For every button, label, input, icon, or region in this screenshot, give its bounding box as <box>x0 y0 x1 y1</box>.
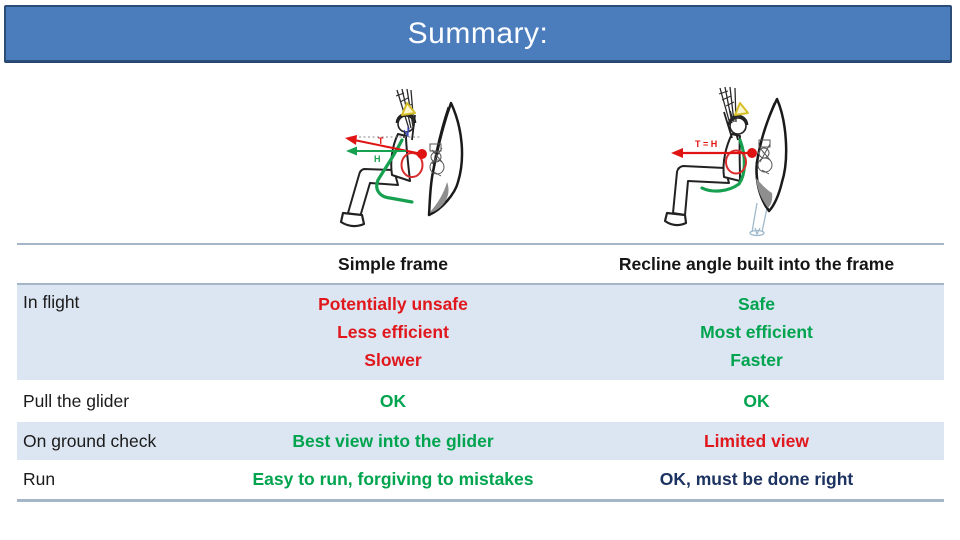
frame-shading <box>756 178 773 208</box>
table-row-run: Run Easy to run, forgiving to mistakes O… <box>17 460 944 499</box>
simple-frame-cell: Best view into the glider <box>292 430 494 451</box>
pilot-figure <box>339 112 417 228</box>
harness-line <box>375 138 414 204</box>
hang-point-dot <box>747 148 757 158</box>
pilot-head <box>729 117 747 135</box>
slide-title: Summary: <box>407 16 549 50</box>
recline-frame-cell: Limited view <box>703 430 810 451</box>
row-label: Pull the glider <box>23 390 130 411</box>
pilot-leg <box>347 168 399 218</box>
header-simple-frame: Simple frame <box>338 253 448 274</box>
chest-circle <box>725 149 747 175</box>
row-label: On ground check <box>23 430 157 451</box>
table-row-on-ground-check: On ground check Best view into the glide… <box>17 422 944 460</box>
row-label: Run <box>23 469 56 489</box>
recline-frame-cell: OK <box>743 390 770 411</box>
header-recline-frame: Recline angle built into the frame <box>618 253 895 274</box>
angle-indicator-triangle <box>401 102 416 116</box>
recline-frame-cell: Safe Most efficient Faster <box>569 290 944 374</box>
chest-circle <box>400 152 424 178</box>
recline-frame-cell: OK, must be done right <box>659 469 854 489</box>
riser-lines <box>718 86 737 125</box>
simple-frame-cell: Easy to run, forgiving to mistakes <box>252 469 534 489</box>
cell-line: Safe <box>738 294 775 314</box>
simple-frame-cell: OK <box>379 390 407 411</box>
cell-line: Slower <box>364 350 422 370</box>
combined-force-label: T = H <box>695 139 717 149</box>
slide-title-bar: Summary: <box>4 5 952 62</box>
thrust-label: T <box>378 136 384 146</box>
cell-line: Potentially unsafe <box>318 294 468 314</box>
simple-frame-diagram: T H <box>339 88 464 228</box>
hang-label: H <box>374 154 381 164</box>
comparison-table: Simple frame Recline angle built into th… <box>17 243 944 502</box>
table-header-row: Simple frame Recline angle built into th… <box>17 245 944 285</box>
cell-line: Less efficient <box>337 322 449 342</box>
combined-force-arrowhead <box>671 148 683 158</box>
row-label: In flight <box>23 292 80 312</box>
pilot-shoe <box>339 211 366 228</box>
paramotor-frame <box>427 101 464 217</box>
thrust-arrowhead <box>345 135 357 145</box>
angle-indicator-triangle <box>734 102 749 116</box>
cell-line: Most efficient <box>700 322 813 342</box>
thrust-arrow <box>353 139 423 155</box>
table-row-pull-the-glider: Pull the glider OK OK <box>17 380 944 422</box>
recline-frame-diagram: T = H <box>663 86 788 237</box>
pilot-shoe <box>663 211 688 227</box>
simple-frame-cell: Potentially unsafe Less efficient Slower <box>217 290 569 374</box>
pilot-leg <box>672 165 730 216</box>
prop-cylinder <box>749 202 769 237</box>
pilot-figure <box>663 110 749 227</box>
motor-sketch <box>429 143 445 177</box>
paramotor-frame <box>755 97 788 213</box>
cell-line: Faster <box>730 350 783 370</box>
table-row-in-flight: In flight Potentially unsafe Less effici… <box>17 285 944 380</box>
frame-shading <box>430 182 449 213</box>
hang-arrowhead <box>346 146 357 156</box>
hang-point-dot <box>417 149 427 159</box>
karabiner-mark <box>403 127 410 137</box>
